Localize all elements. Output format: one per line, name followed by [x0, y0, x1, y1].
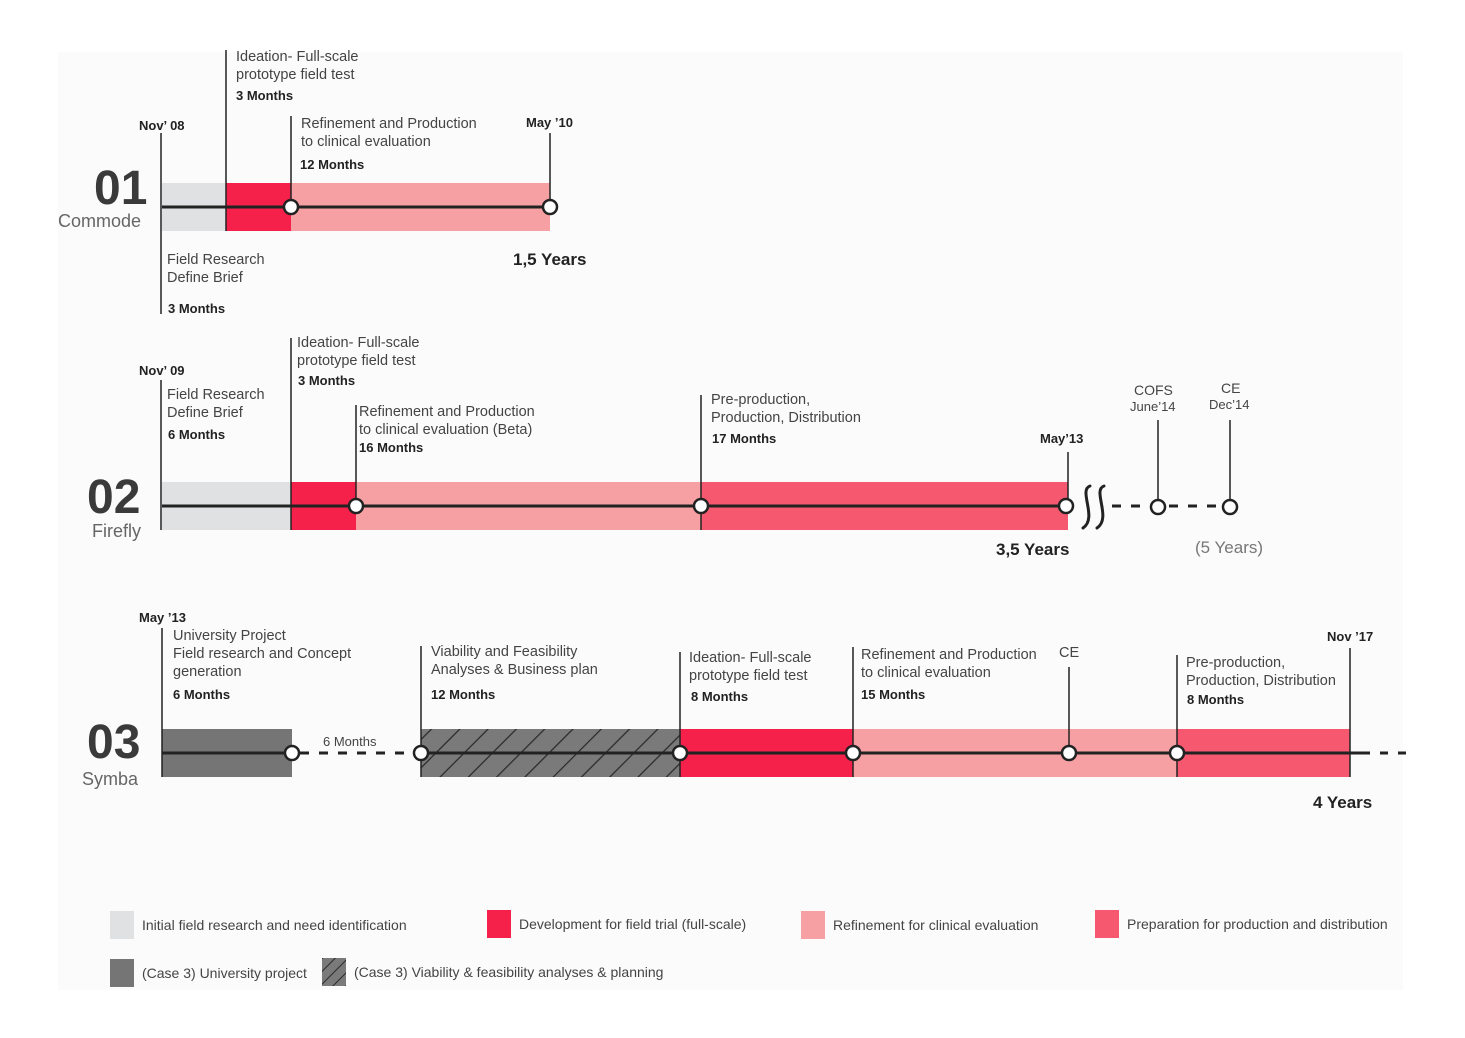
case3-phase2-label-2: Analyses & Business plan: [431, 662, 598, 678]
case1-phase1-label-2: Define Brief: [167, 270, 243, 286]
case2-phase3-label-2: to clinical evaluation (Beta): [359, 422, 533, 438]
legend-label: Development for field trial (full-scale): [519, 916, 747, 932]
case3-phase1-duration: 6 Months: [173, 687, 231, 702]
case2-node-1: [347, 497, 365, 515]
case2-node-2: [692, 497, 710, 515]
case1-phase2-label-2: prototype field test: [236, 67, 355, 83]
case1-node-end: [541, 198, 559, 216]
case2-phase2-duration: 3 Months: [298, 373, 356, 388]
case1-end-date: May ’10: [526, 115, 573, 130]
legend-label: (Case 3) University project: [142, 965, 307, 981]
case3-name: Symba: [82, 769, 139, 789]
case2-end-date: May’13: [1040, 431, 1084, 446]
case3-phase2-duration: 12 Months: [431, 687, 496, 702]
legend-item-development: Development for field trial (full-scale): [487, 910, 746, 938]
case2-phase4-label-2: Production, Distribution: [711, 410, 861, 426]
case1-phase2-duration: 3 Months: [236, 88, 294, 103]
case2-total: 3,5 Years: [996, 540, 1070, 559]
case3-node-ce: [1060, 744, 1078, 762]
legend-item-refinement: Refinement for clinical evaluation: [801, 911, 1038, 939]
case2-ce-date: Dec’14: [1209, 397, 1250, 412]
case3-end-date: Nov ’17: [1327, 629, 1374, 644]
case3-phase4-label-2: to clinical evaluation: [861, 665, 991, 681]
case2-node-cofs: [1149, 498, 1167, 516]
legend-swatch: [1095, 910, 1119, 938]
case2-total-extended: (5 Years): [1195, 538, 1264, 557]
case3-gap-duration: 6 Months: [323, 734, 377, 749]
case2-name: Firefly: [92, 521, 141, 541]
legend-hatch-swatch: [322, 958, 346, 986]
case2-cofs-date: June’14: [1130, 399, 1176, 414]
case2-start-date: Nov’ 09: [139, 363, 185, 378]
case2-cofs-title: COFS: [1134, 382, 1173, 398]
case3-phase5-label-1: Pre-production,: [1186, 655, 1286, 671]
case3-phase2-label-1: Viability and Feasibility: [431, 644, 578, 660]
case2-phase3-duration: 16 Months: [359, 440, 424, 455]
legend-swatch: [487, 910, 511, 938]
case2-node-ce: [1221, 498, 1239, 516]
case1-phase3-duration: 12 Months: [300, 157, 365, 172]
case2-phase2-label-2: prototype field test: [297, 353, 416, 369]
legend-item-university: (Case 3) University project: [110, 959, 307, 987]
case2-node-end: [1057, 497, 1075, 515]
legend-label: Refinement for clinical evaluation: [833, 917, 1039, 933]
case2-number: 02: [87, 471, 141, 524]
axis-break-icon: [1081, 484, 1106, 530]
case3-phase5-label-2: Production, Distribution: [1186, 673, 1336, 689]
case3-phase1-label-2: Field research and Concept: [173, 646, 352, 662]
legend-item-preparation: Preparation for production and distribut…: [1095, 910, 1388, 938]
case3-number: 03: [87, 716, 141, 769]
case2-phase3-label-1: Refinement and Production: [359, 404, 535, 420]
case3-node-3: [671, 744, 689, 762]
legend-swatch: [110, 959, 134, 987]
case1-start-date: Nov’ 08: [139, 118, 185, 133]
case3-phase5-duration: 8 Months: [1187, 692, 1245, 707]
case2-phase1-label-2: Define Brief: [167, 405, 243, 421]
case1-phase1-label-1: Field Research: [167, 252, 265, 268]
case1-phase2-label-1: Ideation- Full-scale: [236, 49, 359, 65]
case3-total: 4 Years: [1313, 793, 1373, 812]
case2-phase1-duration: 6 Months: [168, 427, 226, 442]
case3-phase1-label-3: generation: [173, 664, 242, 680]
case3-phase1-label-1: University Project: [173, 628, 286, 644]
case2-phase1-label-1: Field Research: [167, 387, 265, 403]
case1-phase3-label-2: to clinical evaluation: [301, 134, 431, 150]
case3-phase4-duration: 15 Months: [861, 687, 926, 702]
case1-phase3-label-1: Refinement and Production: [301, 116, 477, 132]
case3-phase3-label-2: prototype field test: [689, 668, 808, 684]
case1-phase1-duration: 3 Months: [168, 301, 226, 316]
case1-total: 1,5 Years: [513, 250, 587, 269]
case3-phase3-duration: 8 Months: [691, 689, 749, 704]
legend-swatch: [801, 911, 825, 939]
case3-start-date: May ’13: [139, 610, 186, 625]
case1-name: Commode: [58, 211, 142, 231]
case3-node-4: [844, 744, 862, 762]
legend-swatch: [110, 911, 134, 939]
legend-item-viability: (Case 3) Viability & feasibility analyse…: [322, 958, 663, 986]
case3-node-5: [1168, 744, 1186, 762]
legend-label: Preparation for production and distribut…: [1127, 916, 1388, 932]
case3-node-2: [412, 744, 430, 762]
legend-item-research: Initial field research and need identifi…: [110, 911, 407, 939]
legend-label: (Case 3) Viability & feasibility analyse…: [354, 964, 664, 980]
case1-number: 01: [94, 162, 148, 215]
case3-ce-label: CE: [1059, 645, 1080, 661]
case3-phase3-label-1: Ideation- Full-scale: [689, 650, 812, 666]
case2-ce-title: CE: [1221, 380, 1241, 396]
case2-phase4-label-1: Pre-production,: [711, 392, 811, 408]
case3-node-1: [283, 744, 301, 762]
case2-phase2-label-1: Ideation- Full-scale: [297, 335, 420, 351]
case1-node-1: [282, 198, 300, 216]
case2-phase4-duration: 17 Months: [712, 431, 777, 446]
case3-phase4-label-1: Refinement and Production: [861, 647, 1037, 663]
legend-label: Initial field research and need identifi…: [142, 917, 407, 933]
